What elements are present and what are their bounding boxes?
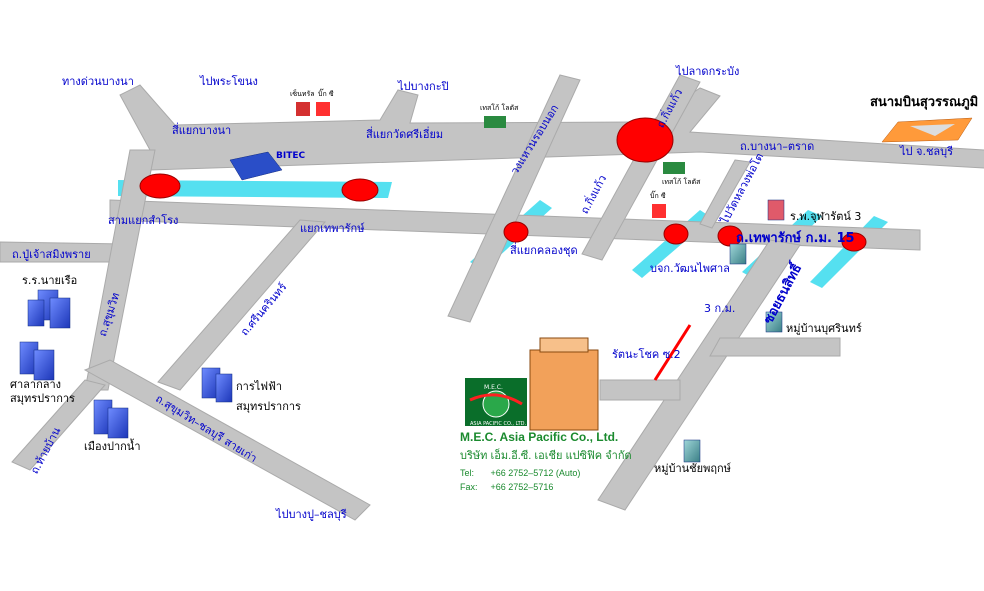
navy-school-label: ร.ร.นายเรือ	[22, 274, 78, 287]
thepharak-road-label: ถ.เทพารักษ์ ก.ม. 15	[736, 231, 855, 246]
sukhumvit-road	[84, 149, 156, 391]
bangna-junction-label: สี่แยกบางนา	[172, 124, 232, 137]
bigc-top-label: บิ๊ก ซี	[318, 90, 334, 98]
central-icon	[296, 102, 310, 116]
to-lat-krabang-label: ไปลาดกระบัง	[676, 65, 740, 78]
fax-label: Fax:	[460, 482, 478, 492]
junction-thepharak	[341, 178, 379, 202]
sukhumvit-old-road	[83, 359, 371, 521]
junctions	[139, 117, 867, 252]
building-hospital	[767, 199, 785, 221]
bangna-trad-label: ถ.บางนา–ตราด	[740, 140, 815, 153]
company-logo	[465, 378, 527, 426]
srieam-junction-label: สี่แยกวัดศรีเอี่ยม	[366, 128, 444, 141]
tesco-top-label: เทสโก้ โลตัส	[480, 104, 519, 112]
mooban-sirin-label: หมู่บ้านบุศรินทร์	[786, 322, 862, 335]
ratanachot-road	[599, 379, 681, 401]
company-name-thai: บริษัท เอ็ม.อี.ซี. เอเชีย แปซิฟิค จำกัด	[460, 450, 632, 462]
building-electric	[201, 367, 233, 403]
buildings	[19, 151, 785, 463]
kingkaeo-road	[581, 74, 701, 261]
electric-authority-label: การไฟฟ้า	[236, 380, 283, 393]
puchao-road-label: ถ.ปู่เจ้าสมิงพราย	[12, 248, 91, 261]
bigc-mid-label: บิ๊ก ซี	[650, 192, 666, 200]
thepharak-junction-label: แยกเทพารักษ์	[300, 222, 365, 235]
chulalongkorn-hospital-label: ร.พ.จุฬารัตน์ 3	[790, 210, 862, 223]
mooban-road	[709, 337, 841, 357]
company-name: M.E.C. Asia Pacific Co., Ltd.	[460, 430, 619, 444]
to-phra-khanong-label: ไปพระโขนง	[200, 75, 258, 88]
route-distance-line	[653, 324, 692, 381]
khlongchut-junction-label: สี่แยกคลองชุด	[510, 244, 578, 257]
brand-icons	[296, 102, 685, 218]
junction-kingkaeo	[616, 117, 674, 163]
srinakarin-road	[157, 219, 327, 391]
to-chonburi-label: ไป จ.ชลบุรี	[900, 145, 954, 158]
company-info: M.E.C. Asia Pacific Co., Ltd. บริษัท เอ็…	[460, 430, 632, 492]
muang-paknam-label: เมืองปากน้ำ	[84, 440, 141, 453]
junction-east	[841, 232, 867, 252]
expressway-bangna-label: ทางด่วนบางนา	[62, 75, 134, 88]
fax-value: +66 2752–5716	[490, 482, 554, 492]
junction-km15	[663, 223, 689, 245]
samrong-junction-label: สามแยกสำโรง	[108, 214, 179, 227]
bitec-label: BITEC	[276, 151, 306, 161]
building-navy	[27, 289, 71, 329]
to-bang-pu-label: ไปบางปู–ชลบุรี	[276, 508, 347, 521]
logo-bottom-text: ASIA PACIFIC CO., LTD.	[470, 421, 527, 427]
sala-klang-province-label: สมุทรปราการ	[10, 392, 75, 405]
tesco-icon-mid	[663, 162, 685, 174]
company-fax-row: Fax: +66 2752–5716	[460, 482, 632, 492]
soi-thanasit-road	[597, 239, 801, 511]
bigc-icon-mid	[652, 204, 666, 218]
ring-road	[447, 74, 581, 323]
canal-north	[118, 180, 392, 198]
sala-klang-label: ศาลากลาง	[10, 378, 62, 391]
junction-samrong	[139, 173, 181, 199]
taiban-road	[11, 379, 106, 471]
building-teal	[683, 243, 783, 463]
bigc-icon-top	[316, 102, 330, 116]
connector-road	[699, 159, 751, 229]
to-bang-kapi-label: ไปบางกะปิ	[398, 80, 449, 93]
three-km-label: 3 ก.ม.	[704, 302, 736, 315]
suvarnabhumi-label: สนามบินสุวรรณภูมิ	[870, 95, 979, 110]
office-building	[529, 337, 599, 431]
mooban-chaiyaphruk-label: หมู่บ้านชัยพฤกษ์	[654, 462, 731, 475]
phone-value[interactable]: +66 2752–5712 (Auto)	[490, 468, 581, 478]
company-phone-row: Tel: +66 2752–5712 (Auto)	[460, 468, 632, 478]
logo-top-text: M.E.C.	[484, 384, 503, 391]
central-brand-label: เซ็นทรัล	[290, 90, 315, 98]
tesco-mid-label: เทสโก้ โลตัส	[662, 178, 701, 186]
phone-label: Tel:	[460, 468, 475, 478]
roads	[0, 74, 984, 521]
electric-province-label: สมุทรปราการ	[236, 400, 301, 413]
bitec-hall	[229, 151, 283, 181]
airport-icon	[881, 117, 973, 143]
building-paknam	[93, 399, 129, 439]
wattana-paisan-label: บจก.วัฒนไพศาล	[650, 262, 730, 275]
junction-khlongchut	[503, 221, 529, 243]
building-sala	[19, 341, 55, 381]
ratanachot-label: รัตนะโชค ซ.2	[612, 348, 681, 361]
tesco-icon-top	[484, 116, 506, 128]
